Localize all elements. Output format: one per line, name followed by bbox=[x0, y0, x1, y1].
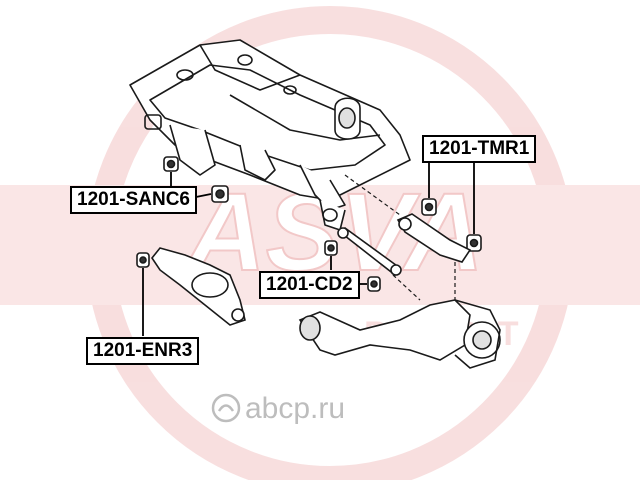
assembly-dashes bbox=[344, 174, 456, 301]
rear-subframe bbox=[129, 39, 411, 231]
bushing-sanc6-b bbox=[211, 185, 229, 203]
bushing-cd2-a bbox=[324, 240, 338, 256]
watermark-text: аbcp.ru bbox=[245, 392, 345, 426]
watermark-main: аbcp.ru bbox=[245, 392, 346, 425]
watermark-logo-icon bbox=[211, 393, 241, 423]
bushing-cd2-b bbox=[367, 276, 381, 292]
bushing-sanc6-a bbox=[163, 156, 179, 172]
bushing-tmr1-a bbox=[421, 198, 437, 216]
mount-bushing-top bbox=[334, 97, 361, 140]
leader-lines bbox=[142, 160, 475, 336]
part-label-tmr1: 1201-TMR1 bbox=[422, 135, 537, 163]
part-label-sanc6: 1201-SANC6 bbox=[70, 186, 197, 214]
bushing-tmr1-b bbox=[466, 234, 482, 252]
leader-sanc6-b bbox=[195, 193, 212, 198]
bushing-enr3 bbox=[136, 252, 150, 268]
upper-control-arm bbox=[396, 213, 472, 263]
lateral-link bbox=[337, 226, 402, 277]
part-label-enr3: 1201-ENR3 bbox=[86, 337, 200, 365]
lower-control-arm bbox=[151, 247, 246, 326]
part-label-cd2: 1201-CD2 bbox=[259, 271, 360, 299]
trailing-arm-knuckle bbox=[298, 299, 501, 369]
